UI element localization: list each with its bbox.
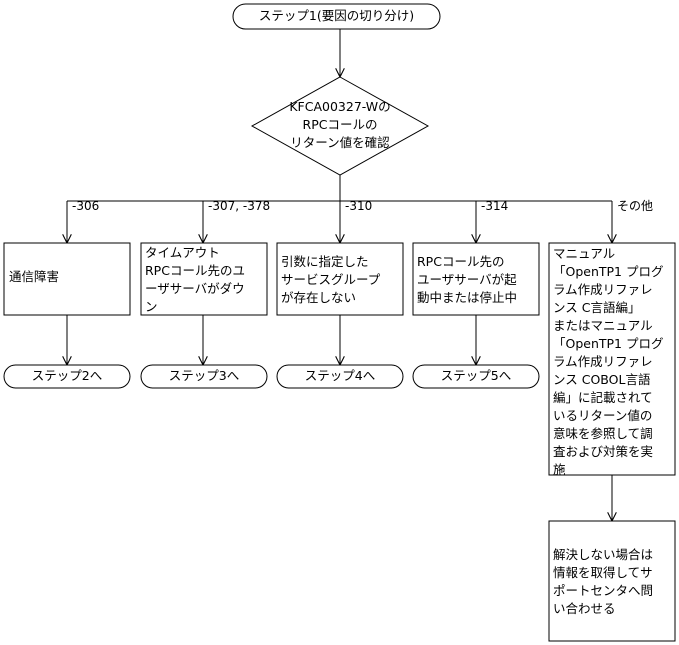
cause-text-1: 通信障害	[9, 269, 60, 284]
step-label-1: ステップ2へ	[31, 368, 103, 383]
start-terminator	[232, 3, 441, 30]
decision-label: KFCA00327-Wの RPCコールの リターン値を確認	[289, 99, 391, 150]
cause-box-4	[412, 242, 540, 316]
cause-text-4: RPCコール先の ユーザサーバが起 動中または停止中	[417, 254, 518, 305]
cause-text-3: 引数に指定した サービスグループ が存在しない	[281, 254, 381, 305]
step-terminator-1	[3, 364, 131, 389]
branch-label-5: その他	[617, 199, 654, 213]
cause-box-5	[548, 242, 676, 476]
step-label-4: ステップ5へ	[440, 368, 512, 383]
start-label: ステップ1(要因の切り分け)	[258, 8, 415, 23]
step-terminator-3	[276, 364, 404, 389]
branch-label-4: -314	[481, 199, 509, 213]
branch-label-3: -310	[345, 199, 373, 213]
cause-box-2	[140, 242, 268, 316]
support-text: 解決しない場合は 情報を取得してサ ポートセンタへ問 い合わせる	[553, 547, 654, 616]
cause-box-3	[276, 242, 404, 316]
cause-text-2: タイムアウト RPCコール先のユ ーザサーバがダウ ン	[145, 245, 245, 314]
support-box	[548, 520, 676, 642]
step-terminator-4	[412, 364, 540, 389]
step-label-2: ステップ3へ	[168, 368, 240, 383]
cause-text-5: マニュアル 「OpenTP1 プログ ラム作成リファレ ンス C言語編」 または…	[553, 246, 664, 477]
branch-label-1: -306	[72, 199, 100, 213]
branch-label-2: -307, -378	[208, 199, 271, 213]
step-label-3: ステップ4へ	[304, 368, 376, 383]
step-terminator-2	[140, 364, 268, 389]
cause-box-1	[3, 242, 131, 316]
